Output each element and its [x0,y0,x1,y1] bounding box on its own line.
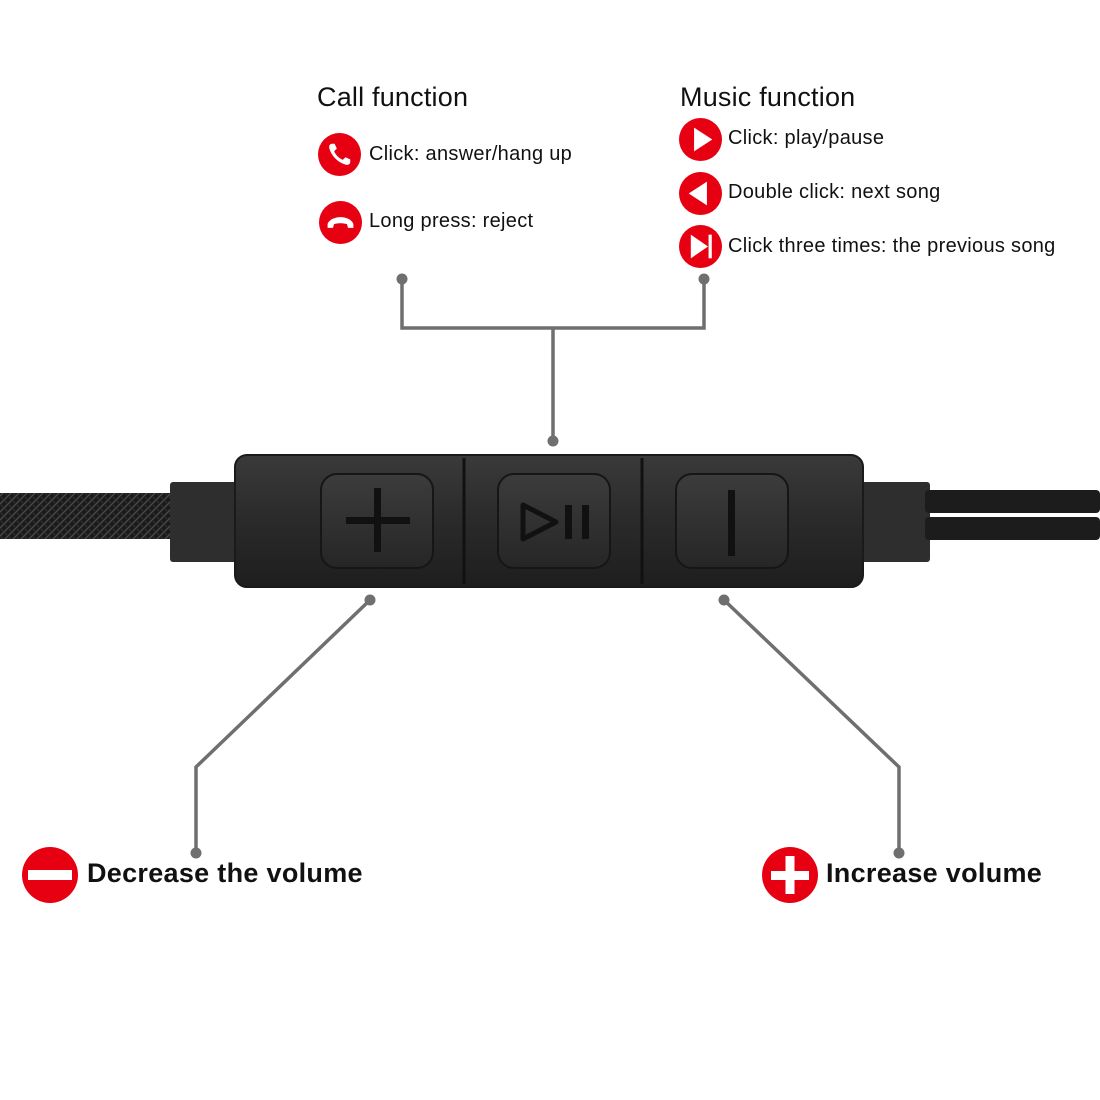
music-item-text: Click: play/pause [728,127,885,149]
rewind-icon [679,172,722,215]
volume-up-button[interactable] [320,473,434,569]
leader-dot [190,847,202,859]
increase-volume-label: Increase volume [826,858,1043,888]
leader-dot [364,594,376,606]
leader-line-top [400,279,706,440]
leader-dot [547,435,559,447]
cable-collar-left [170,482,240,562]
volume-down-button[interactable] [675,473,789,569]
play-pause-button[interactable] [497,473,611,569]
leader-dot [396,273,408,285]
play-pause-icon [520,502,559,542]
phone-reject-icon [319,201,362,244]
cable-right-bottom [925,517,1100,540]
call-item-text: Long press: reject [369,210,534,232]
leader-line-decrease [194,598,372,853]
call-item-text: Click: answer/hang up [369,143,573,165]
minus-circle-icon [22,847,78,903]
plus-circle-icon [762,847,818,903]
music-item-text: Click three times: the previous song [728,235,1056,257]
skip-icon [679,225,722,268]
play-icon [679,118,722,161]
leader-dot [893,847,905,859]
call-function-heading: Call function [317,82,469,112]
music-function-heading: Music function [680,82,856,112]
braided-cable-left [0,493,180,539]
minus-icon [728,490,735,556]
decrease-volume-label: Decrease the volume [87,858,363,888]
phone-answer-icon [318,133,361,176]
leader-line-increase [722,598,901,853]
cable-right-top [925,490,1100,513]
cable-collar-right [858,482,930,562]
leader-dot [698,273,710,285]
leader-dot [718,594,730,606]
music-item-text: Double click: next song [728,181,941,203]
